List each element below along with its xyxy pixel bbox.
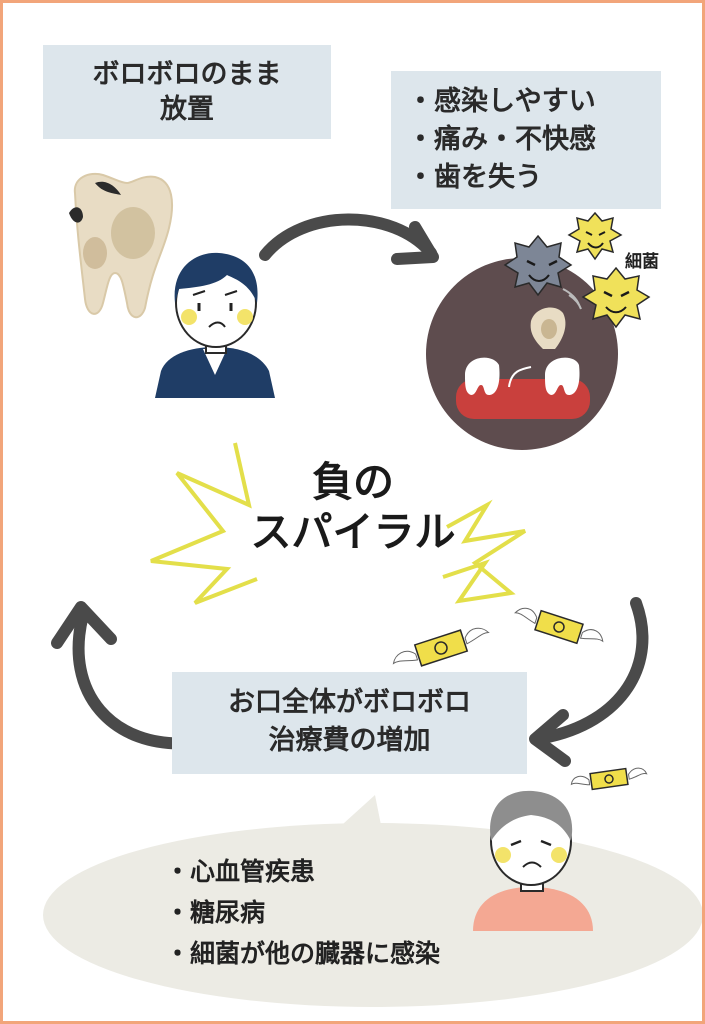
- germ-label: 細菌: [625, 252, 659, 272]
- effects-box: ・感染しやすい ・痛み・不快感 ・歯を失う: [391, 71, 661, 209]
- bubble-item: ・心血管疾患: [165, 857, 316, 886]
- starburst-icon: [150, 442, 527, 605]
- tooth-loss-illustration: [426, 258, 618, 450]
- center-title-line-1: 負の: [312, 458, 394, 506]
- bubble-item: ・細菌が他の臓器に感染: [165, 939, 441, 968]
- mouth-line-2: 治療費の増加: [268, 725, 431, 756]
- effect-item: ・歯を失う: [407, 162, 542, 193]
- worried-man-icon: [155, 252, 275, 398]
- neglect-box: ボロボロのまま 放置: [43, 45, 331, 139]
- worried-woman-icon: [473, 790, 593, 931]
- bacteria-icon: [503, 211, 651, 329]
- effect-item: ・感染しやすい: [407, 86, 596, 117]
- mouth-box: お口全体がボロボロ 治療費の増加: [172, 672, 527, 774]
- center-title-line-2: スパイラル: [250, 508, 456, 556]
- illustration-layer: [43, 173, 702, 1007]
- mouth-line-1: お口全体がボロボロ: [228, 687, 471, 718]
- damaged-tooth-icon: [69, 173, 174, 319]
- effect-item: ・痛み・不快感: [407, 124, 596, 155]
- cycle-arrows: [51, 213, 649, 767]
- center-title: 負の スパイラル: [203, 457, 503, 557]
- bubble-item: ・糖尿病: [165, 898, 266, 927]
- neglect-line-2: 放置: [160, 94, 214, 125]
- neglect-line-1: ボロボロのまま: [92, 59, 282, 90]
- bubble-list: ・心血管疾患 ・糖尿病 ・細菌が他の臓器に感染: [165, 851, 440, 974]
- flying-money-icon: [392, 607, 648, 791]
